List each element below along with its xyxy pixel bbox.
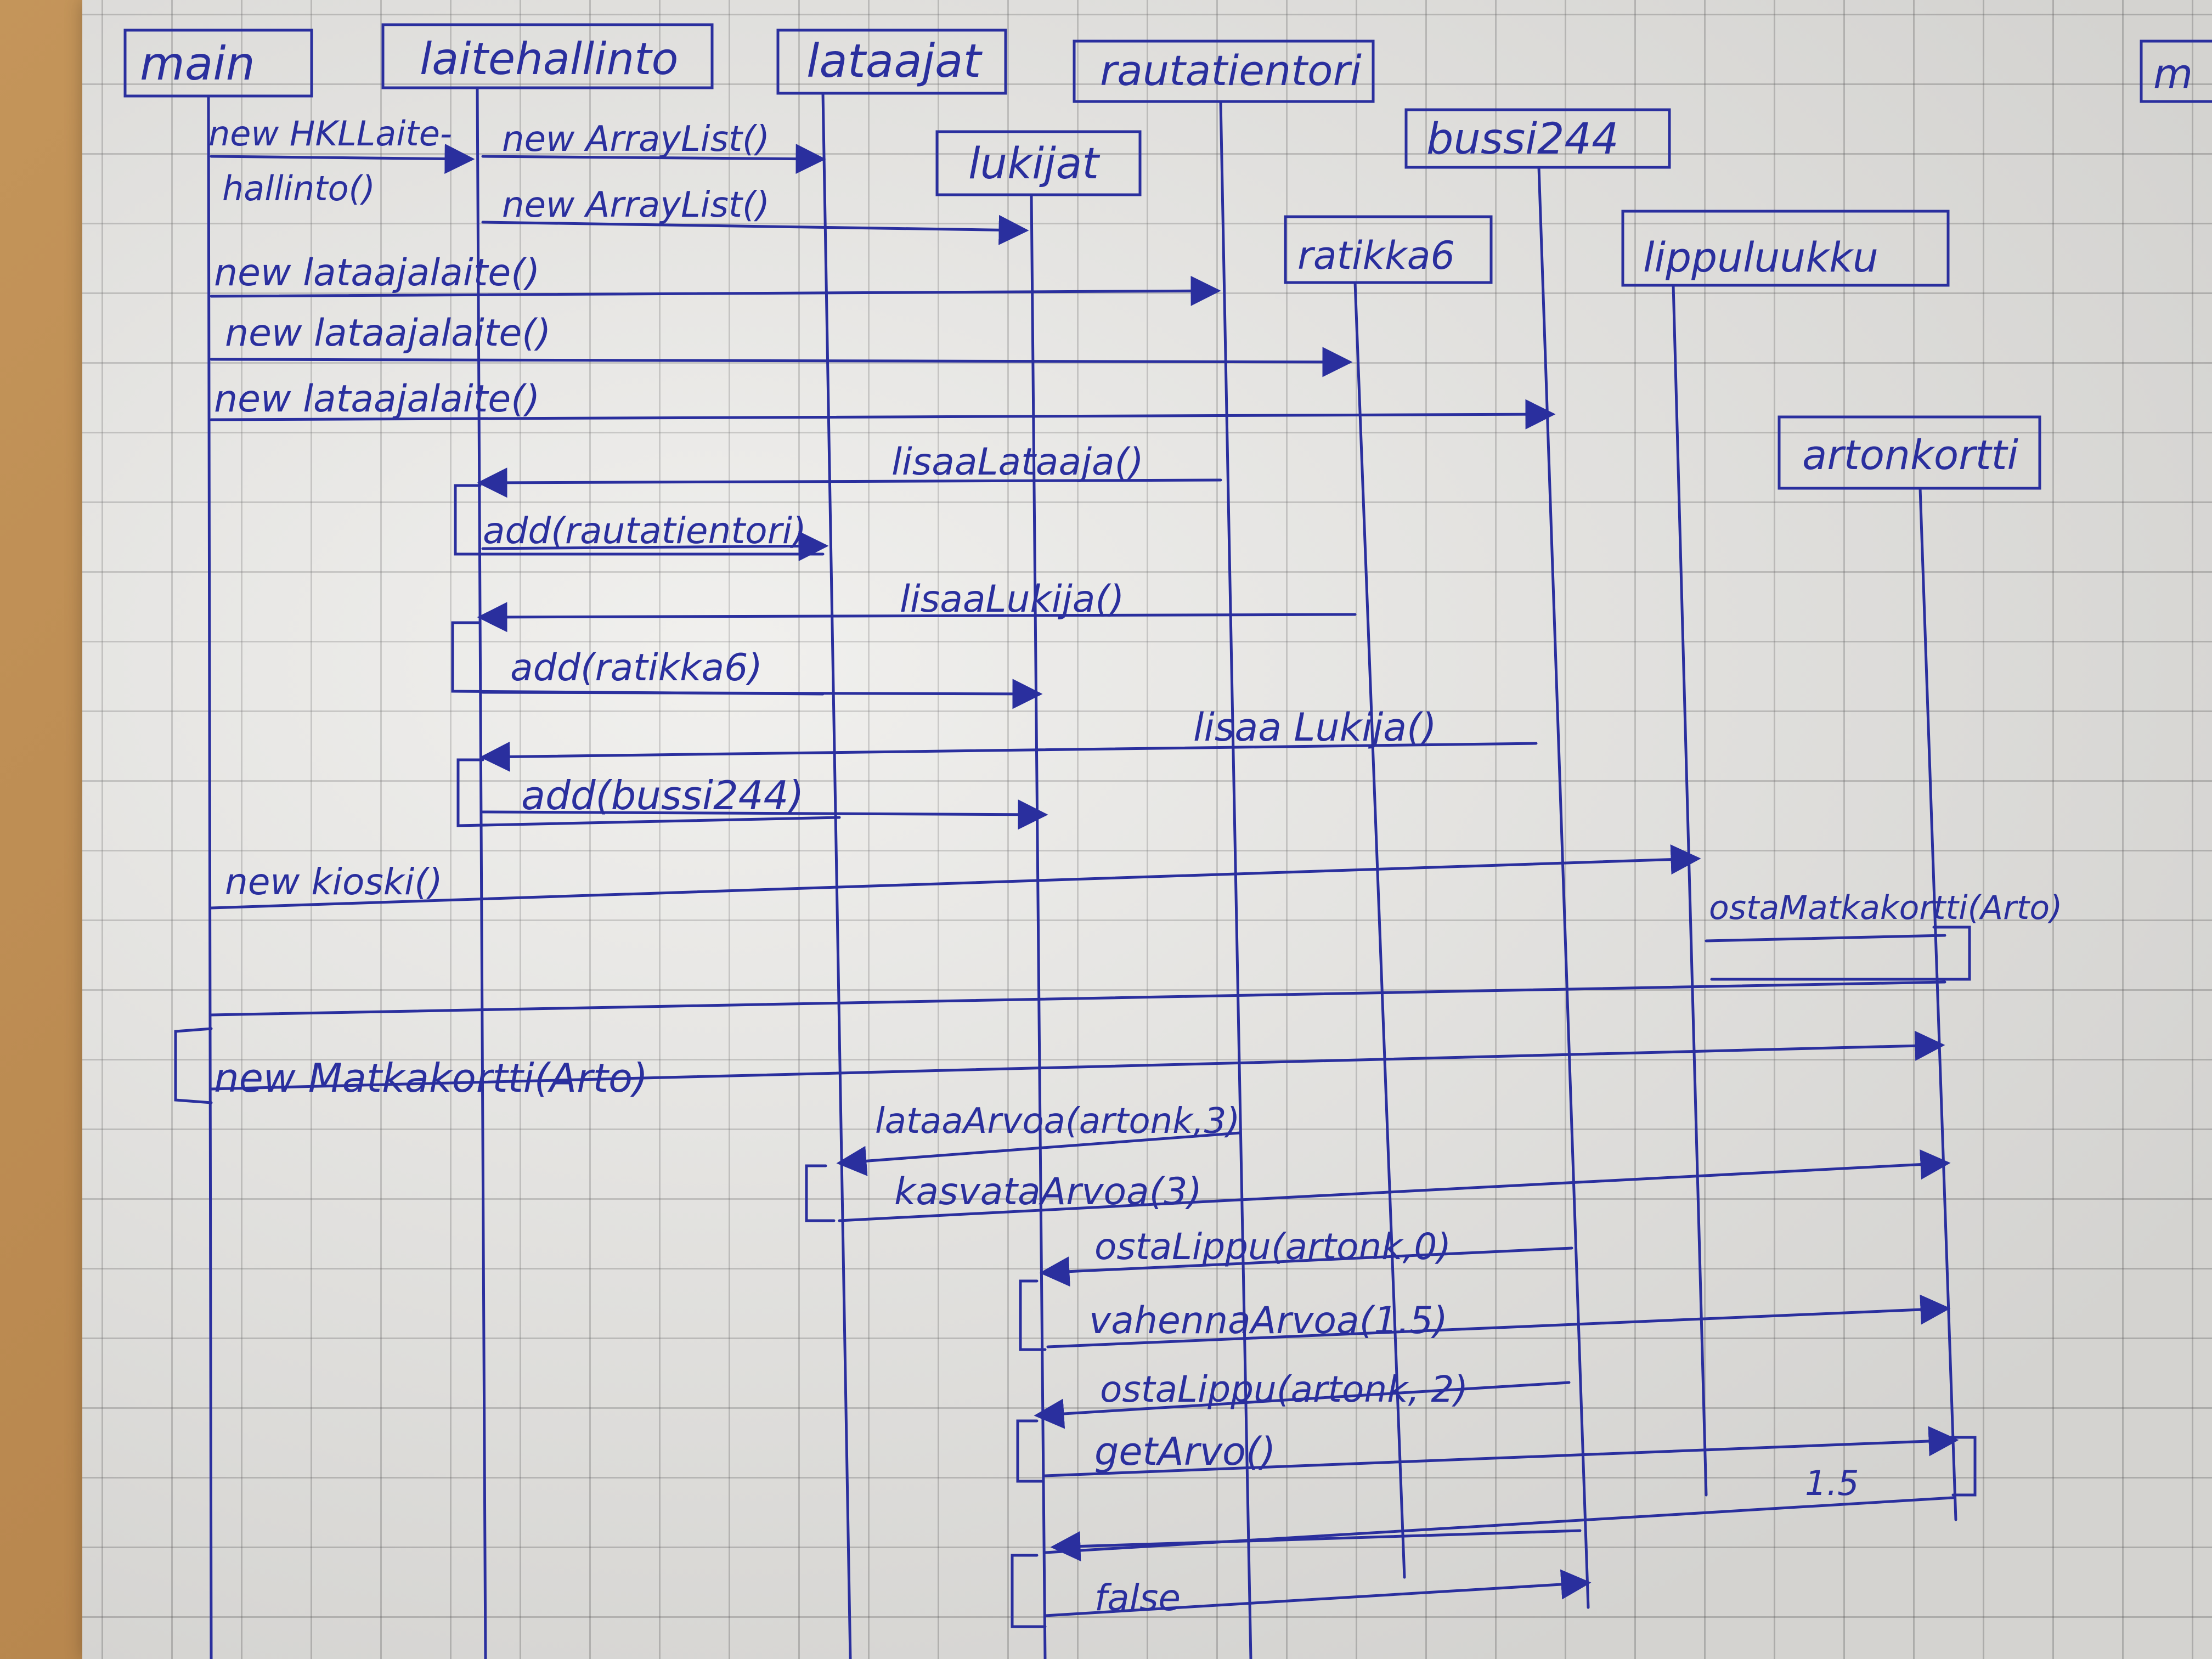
participant-label-artonkortti: artonkortti — [1802, 432, 2019, 479]
message-label: add(ratikka6) — [510, 646, 763, 690]
message-arrow — [1043, 1426, 1959, 1477]
participant-box — [123, 29, 313, 98]
graph-paper-sheet — [82, 0, 2212, 1659]
return-arrow — [836, 1131, 1242, 1176]
message-label: new lataajalaite() — [225, 312, 551, 355]
participant-laitehallinto — [381, 23, 714, 89]
return-arrow — [1039, 1246, 1573, 1287]
lifeline-rautatientori — [1219, 100, 1252, 1659]
participant-edge — [2140, 40, 2212, 103]
message-arrow — [838, 1149, 1951, 1222]
participant-box — [2140, 40, 2212, 103]
message-arrow — [481, 215, 1029, 245]
lifeline-main — [207, 94, 213, 1659]
message-arrow — [481, 531, 829, 561]
message-label: vahennaArvoa(1.5) — [1089, 1299, 1448, 1342]
message-label: ostaMatkakortti(Arto) — [1709, 889, 2062, 927]
activation-bracket — [456, 758, 841, 827]
message-label: lisaaLukija() — [900, 578, 1124, 621]
activation-bracket — [1011, 1554, 1047, 1628]
activation-bracket — [1940, 1436, 1977, 1497]
participant-box — [1073, 40, 1375, 103]
participant-label-laitehallinto: laitehallinto — [420, 33, 678, 84]
message-label: new lataajalaite() — [214, 377, 540, 421]
message-arrow — [210, 143, 475, 174]
message-arrow — [481, 799, 1048, 830]
message-arrow — [210, 347, 1353, 377]
participant-label-main: main — [140, 37, 255, 91]
lifeline-ratikka6 — [1353, 281, 1406, 1579]
participant-lukijat — [935, 130, 1142, 196]
message-label: hallinto() — [222, 168, 375, 208]
message-label: lataaArvoa(artonk,3) — [875, 1101, 1240, 1142]
message-label: ostaLippu(artonk, 2) — [1100, 1368, 1468, 1410]
participant-label-lippuluukku: lippuluukku — [1643, 234, 1878, 281]
message-arrow — [1046, 1294, 1951, 1348]
participant-label-rautatientori: rautatientori — [1100, 46, 1362, 95]
message-arrow — [481, 679, 1043, 709]
message-arrow — [210, 1030, 1945, 1091]
participant-artonkortti — [1778, 415, 2041, 490]
participant-ratikka6 — [1284, 215, 1493, 284]
message-label: lisaa Lukija() — [1193, 705, 1437, 750]
message-label: add(rautatientori) — [483, 510, 806, 552]
message-label: new lataajalaite() — [214, 251, 540, 295]
lifeline-bussi244 — [1537, 166, 1590, 1609]
return-arrow — [477, 467, 1222, 498]
participant-box — [776, 29, 1007, 95]
message-label: new ArrayList() — [502, 185, 770, 225]
message-arrow — [481, 144, 826, 174]
return-arrow — [1050, 1529, 1582, 1561]
return-arrow — [1034, 1381, 1571, 1429]
message-arrow — [210, 399, 1556, 430]
message-label: new kioski() — [225, 861, 443, 903]
lifeline-lippuluukku — [1672, 284, 1708, 1497]
message-label: new HKLLaite- — [208, 114, 452, 154]
message-arrow — [210, 844, 1701, 910]
lifeline-lataajat — [821, 92, 852, 1659]
lifeline-lukijat — [1030, 193, 1047, 1659]
activation-bracket — [454, 484, 825, 556]
participant-label-lukijat: lukijat — [968, 139, 1100, 189]
activation-bracket — [1016, 1419, 1044, 1483]
message-arrow — [1043, 1569, 1592, 1617]
activation-bracket — [1019, 1279, 1047, 1351]
participant-lataajat — [776, 29, 1007, 95]
return-arrow — [477, 602, 1357, 633]
participant-label-ratikka6: ratikka6 — [1297, 233, 1455, 278]
message-label: 1.5 — [1805, 1463, 1859, 1503]
participant-label-lataajat: lataajat — [806, 34, 983, 88]
message-label: getArvo() — [1094, 1429, 1276, 1474]
message-label: add(bussi244) — [521, 772, 804, 819]
message-arrow — [210, 275, 1221, 306]
lifeline-laitehallinto — [476, 86, 487, 1659]
message-line — [1705, 934, 1946, 943]
message-label: ostaLippu(artonk,0) — [1094, 1226, 1451, 1268]
message-label: new ArrayList() — [502, 119, 770, 160]
message-label: false — [1094, 1577, 1181, 1619]
participant-rautatientori — [1073, 40, 1375, 103]
participant-label-bussi244: bussi244 — [1426, 115, 1619, 164]
activation-bracket — [174, 1027, 213, 1104]
participant-box — [1284, 215, 1493, 284]
participant-box — [1778, 415, 2041, 490]
participant-label-edge: m — [2153, 50, 2193, 98]
participant-main — [123, 29, 313, 98]
message-label: new Matkakortti(Arto) — [214, 1055, 648, 1101]
lifeline-artonkortti — [1918, 487, 1957, 1521]
participant-box — [1621, 210, 1950, 287]
return-arrow — [479, 741, 1538, 772]
message-line — [210, 980, 1946, 1017]
activation-bracket — [1710, 926, 1971, 981]
participant-box — [381, 23, 714, 89]
activation-bracket — [805, 1164, 836, 1222]
message-label: kasvataArvoa(3) — [894, 1170, 1202, 1214]
participant-lippuluukku — [1621, 210, 1950, 287]
participant-box — [935, 130, 1142, 196]
message-label: lisaaLataaja() — [891, 441, 1144, 484]
